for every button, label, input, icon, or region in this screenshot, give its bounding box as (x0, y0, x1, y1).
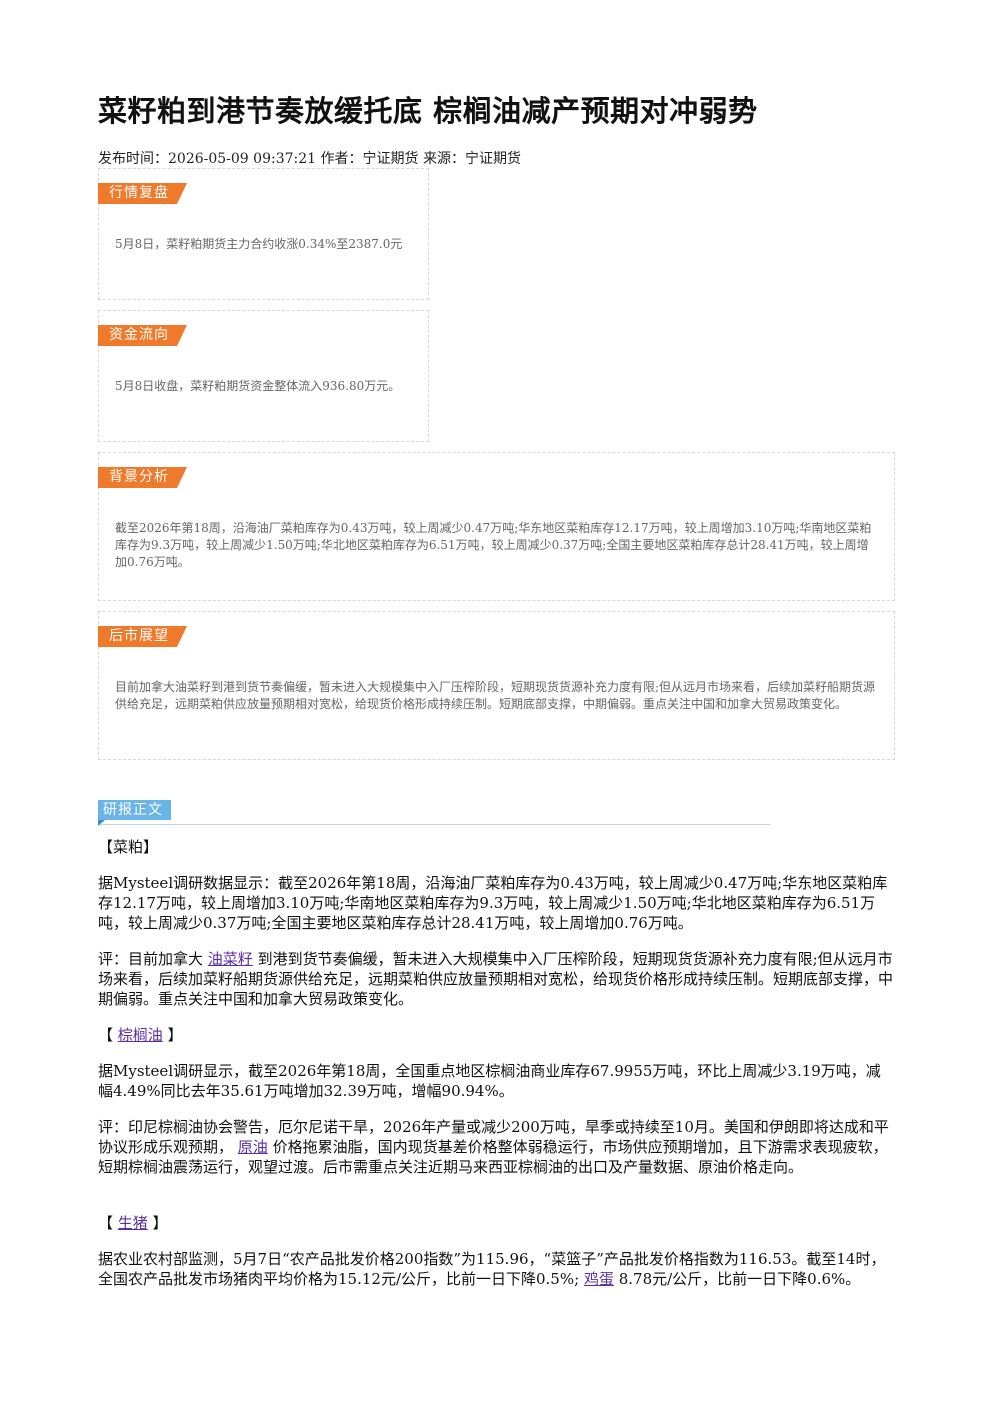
rapeseed-link[interactable]: 油菜籽 (207, 950, 253, 968)
market-outlook-tag: 后市展望 (98, 626, 187, 647)
crude-oil-link[interactable]: 原油 (237, 1138, 268, 1156)
article-meta: 发布时间：2026-05-09 09:37:21 作者：宁证期货 来源：宁证期货 (98, 151, 521, 167)
fund-flow-text: 5月8日收盘，菜籽粕期货资金整体流入936.80万元。 (115, 379, 401, 393)
palm-oil-data: 据Mysteel调研显示，截至2026年第18周，全国重点地区棕榈油商业库存67… (98, 1062, 881, 1100)
article-title: 菜籽粕到港节奏放缓托底 棕榈油减产预期对冲弱势 (98, 94, 758, 128)
market-outlook-text: 目前加拿大油菜籽到港到货节奏偏缓，暂未进入大规模集中入厂压榨阶段，短期现货货源补… (115, 680, 876, 711)
market-outlook-card: 后市展望 目前加拿大油菜籽到港到货节奏偏缓，暂未进入大规模集中入厂压榨阶段，短期… (98, 611, 895, 760)
rapeseed-meal-data: 据Mysteel调研数据显示：截至2026年第18周，沿海油厂菜粕库存为0.43… (98, 874, 888, 932)
fund-flow-card: 资金流向 5月8日收盘，菜籽粕期货资金整体流入936.80万元。 (98, 310, 429, 442)
background-analysis-tag: 背景分析 (98, 467, 187, 488)
market-review-text: 5月8日，菜籽粕期货主力合约收涨0.34%至2387.0元 (115, 237, 403, 251)
palm-oil-heading: 【 棕榈油 】 (98, 1026, 183, 1044)
rapeseed-meal-heading: 【菜粕】 (98, 838, 159, 856)
egg-link[interactable]: 鸡蛋 (583, 1270, 614, 1288)
market-review-card: 行情复盘 5月8日，菜籽粕期货主力合约收涨0.34%至2387.0元 (98, 168, 429, 300)
report-tag: 研报正文 (98, 800, 171, 826)
palm-oil-comment: 评：印尼棕榈油协会警告，厄尔尼诺干旱，2026年产量或减少200万吨，旱季或持续… (98, 1118, 889, 1176)
report-section-header: 研报正文 (98, 800, 770, 826)
hog-data: 据农业农村部监测，5月7日“农产品批发价格200指数”为115.96，“菜篮子”… (98, 1250, 886, 1288)
market-review-tag: 行情复盘 (98, 183, 187, 204)
hog-heading: 【 生猪 】 (98, 1214, 168, 1232)
background-analysis-text: 截至2026年第18周，沿海油厂菜粕库存为0.43万吨，较上周减少0.47万吨;… (115, 521, 872, 569)
background-analysis-card: 背景分析 截至2026年第18周，沿海油厂菜粕库存为0.43万吨，较上周减少0.… (98, 452, 895, 601)
fund-flow-tag: 资金流向 (98, 325, 187, 346)
palm-oil-link[interactable]: 棕榈油 (117, 1026, 163, 1044)
rapeseed-meal-comment: 评：目前加拿大 油菜籽 到港到货节奏偏缓，暂未进入大规模集中入厂压榨阶段，短期现… (98, 950, 894, 1008)
hog-link[interactable]: 生猪 (117, 1214, 148, 1232)
